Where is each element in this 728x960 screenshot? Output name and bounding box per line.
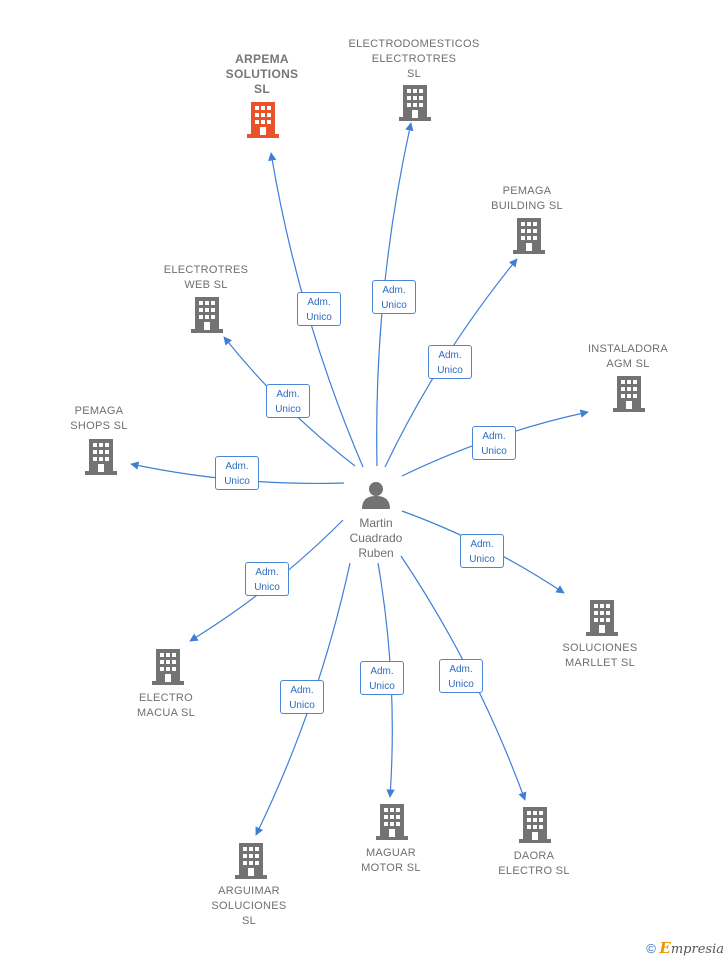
company-label-pemaga-shp[interactable]: PEMAGA SHOPS SL: [70, 405, 128, 432]
building-icon[interactable]: [235, 843, 267, 879]
relation-label: Adm. Unico: [360, 661, 404, 695]
company-label-electrotres[interactable]: ELECTROTRES WEB SL: [163, 264, 249, 291]
building-icon[interactable]: [519, 807, 551, 843]
relation-label: Adm. Unico: [428, 345, 472, 379]
relation-label: Adm. Unico: [372, 280, 416, 314]
company-label-arguimar[interactable]: ARGUIMAR SOLUCIONES SL: [211, 885, 287, 927]
building-icon[interactable]: [191, 297, 223, 333]
relation-label: Adm. Unico: [297, 292, 341, 326]
footer-credit[interactable]: © Empresia: [646, 939, 724, 957]
company-label-maguar[interactable]: MAGUAR MOTOR SL: [361, 847, 421, 874]
building-icon[interactable]: [613, 376, 645, 412]
relation-label: Adm. Unico: [280, 680, 324, 714]
person-icon[interactable]: [362, 482, 390, 509]
center-person-label[interactable]: Martin Cuadrado Ruben: [349, 516, 403, 560]
relation-label: Adm. Unico: [439, 659, 483, 693]
relation-label: Adm. Unico: [215, 456, 259, 490]
building-icon[interactable]: [399, 85, 431, 121]
company-label-electro-mac[interactable]: ELECTRO MACUA SL: [136, 692, 196, 719]
building-icon[interactable]: [586, 600, 618, 636]
relation-label: Adm. Unico: [245, 562, 289, 596]
building-icon[interactable]: [513, 218, 545, 254]
building-icon[interactable]: [152, 649, 184, 685]
company-label-pemaga-bld[interactable]: PEMAGA BUILDING SL: [491, 185, 563, 212]
relation-label: Adm. Unico: [472, 426, 516, 460]
company-label-daora[interactable]: DAORA ELECTRO SL: [498, 850, 570, 877]
company-label-electrodom[interactable]: ELECTRODOMESTICOS ELECTROTRES SL: [348, 38, 480, 80]
company-label-soluciones[interactable]: SOLUCIONES MARLLET SL: [562, 642, 638, 669]
brand-logo: Empresia: [659, 939, 724, 957]
relation-label: Adm. Unico: [460, 534, 504, 568]
relation-label: Adm. Unico: [266, 384, 310, 418]
building-icon[interactable]: [247, 102, 279, 138]
copyright-symbol: ©: [646, 941, 656, 956]
company-label-instaladora[interactable]: INSTALADORA AGM SL: [587, 343, 669, 370]
company-label-arpema[interactable]: ARPEMA SOLUTIONS SL: [225, 52, 299, 96]
building-icon[interactable]: [85, 439, 117, 475]
building-icon[interactable]: [376, 804, 408, 840]
